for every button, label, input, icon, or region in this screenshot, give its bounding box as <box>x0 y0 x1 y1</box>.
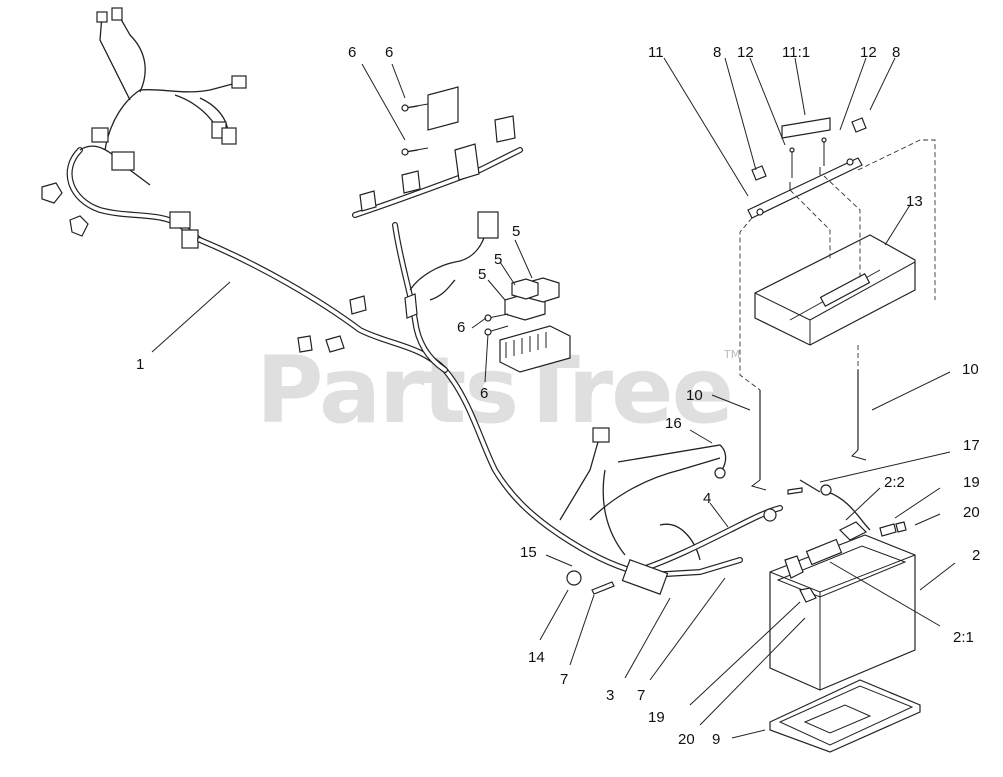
bolts <box>401 104 492 336</box>
callout-6c: 6 <box>457 319 465 336</box>
callout-3: 3 <box>606 687 614 704</box>
callout-16: 16 <box>665 415 682 432</box>
callout-15: 15 <box>520 544 537 561</box>
callout-17: 17 <box>963 437 980 454</box>
battery-cover <box>754 234 916 346</box>
hold-down-rods <box>750 370 867 491</box>
callout-5c: 5 <box>478 266 486 283</box>
callout-10b: 10 <box>962 361 979 378</box>
callout-5a: 5 <box>512 223 520 240</box>
callout-14: 14 <box>528 649 545 666</box>
callout-8a: 8 <box>713 44 721 61</box>
battery <box>769 534 916 691</box>
callout-6a: 6 <box>348 44 356 61</box>
callout-6b: 6 <box>385 44 393 61</box>
relay-group <box>504 277 560 321</box>
leader-lines <box>151 57 956 739</box>
fuse-block <box>499 325 571 373</box>
callout-20b: 20 <box>678 731 695 748</box>
callout-12a: 12 <box>737 44 754 61</box>
hold-down-bracket <box>747 117 867 219</box>
watermark-trademark: TM <box>723 348 740 361</box>
battery-cables <box>559 427 907 595</box>
wire-harness <box>41 7 743 578</box>
callout-11: 11 <box>648 44 664 61</box>
callout-19b: 19 <box>648 709 665 726</box>
callout-11-1: 11:1 <box>782 44 810 61</box>
callout-2-1: 2:1 <box>953 629 974 646</box>
callout-labels: 1 2 2:1 2:2 3 4 5 5 5 6 6 6 6 7 7 8 8 9 … <box>136 44 980 748</box>
callout-6d: 6 <box>480 385 488 402</box>
callout-1: 1 <box>136 356 144 373</box>
callout-12b: 12 <box>860 44 877 61</box>
callout-2: 2 <box>972 547 980 564</box>
callout-5b: 5 <box>494 251 502 268</box>
callout-8b: 8 <box>892 44 900 61</box>
callout-19a: 19 <box>963 474 980 491</box>
battery-tray <box>769 679 921 753</box>
callout-13: 13 <box>906 193 923 210</box>
callout-4: 4 <box>703 490 711 507</box>
callout-20a: 20 <box>963 504 980 521</box>
alignment-lines <box>739 139 936 391</box>
callout-10a: 10 <box>686 387 703 404</box>
watermark-text: PartsTree <box>256 337 732 444</box>
callout-9: 9 <box>712 731 720 748</box>
callout-7b: 7 <box>637 687 645 704</box>
callout-2-2: 2:2 <box>884 474 905 491</box>
callout-7a: 7 <box>560 671 568 688</box>
watermark: PartsTree TM <box>256 337 740 444</box>
